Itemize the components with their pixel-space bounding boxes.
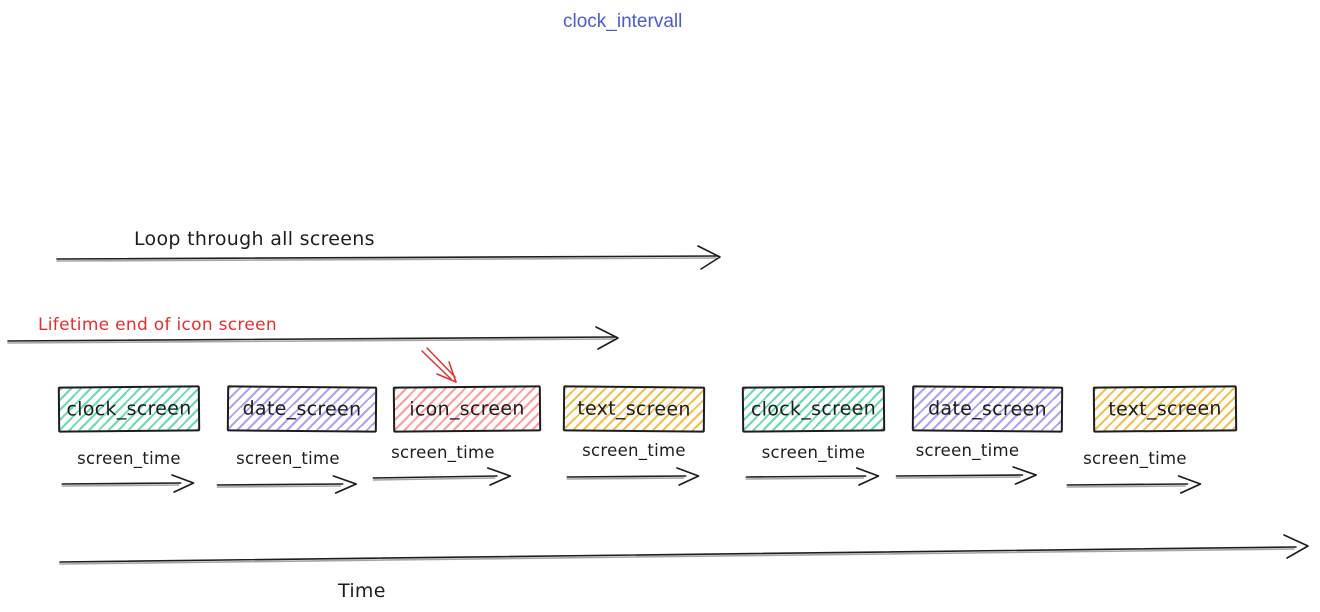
screen-box-label: clock_screen <box>750 397 877 421</box>
lifetime-arrow-label: Lifetime end of icon screen <box>38 315 277 335</box>
screen-box-label: clock_screen <box>66 397 192 421</box>
screen-column-3: icon_screen screen_time <box>372 385 542 495</box>
loop-arrow-label: Loop through all screens <box>134 228 375 250</box>
screen-time-group: screen_time <box>563 424 705 487</box>
screen-column-1: clock_screen screen_time <box>57 385 201 495</box>
screen-time-arrow <box>566 467 700 486</box>
screen-time-arrow <box>1066 475 1202 494</box>
screen-time-group: screen_time <box>1063 432 1207 495</box>
screen-box-label: icon_screen <box>409 397 525 421</box>
screen-box-label: text_screen <box>577 397 691 421</box>
screen-box-label: date_screen <box>242 397 362 421</box>
screen-time-label: screen_time <box>915 441 1020 460</box>
time-axis-label: Time <box>338 580 386 602</box>
screen-time-group: screen_time <box>892 424 1043 487</box>
screen-column-7: text_screen screen_time <box>1066 385 1238 495</box>
icon-screen-pointer-arrow <box>421 347 457 383</box>
screen-time-label: screen_time <box>1083 449 1187 468</box>
diagram-title: clock_intervall <box>563 11 683 32</box>
screen-time-group: screen_time <box>58 432 200 495</box>
screen-time-arrow <box>216 475 358 494</box>
screen-time-arrow <box>372 467 512 486</box>
screen-time-label: screen_time <box>582 441 686 460</box>
screen-box-label: text_screen <box>1108 397 1222 421</box>
screen-time-label: screen_time <box>77 449 181 468</box>
screen-time-group: screen_time <box>369 426 517 489</box>
screen-box-clock-1: clock_screen <box>57 385 201 433</box>
screen-box-label: date_screen <box>928 397 1047 421</box>
screen-box-date-1: date_screen <box>226 385 378 433</box>
time-axis-arrow <box>59 534 1309 565</box>
screen-column-6: date_screen screen_time <box>895 385 1064 495</box>
screen-column-2: date_screen screen_time <box>216 385 378 495</box>
screen-time-label: screen_time <box>761 443 866 462</box>
screen-time-arrow <box>61 474 195 493</box>
screen-box-text-2: text_screen <box>1092 385 1238 433</box>
screen-time-label: screen_time <box>391 443 495 462</box>
screen-time-group: screen_time <box>213 432 363 495</box>
screen-time-arrow <box>895 466 1038 485</box>
screen-time-label: screen_time <box>236 449 340 468</box>
screen-column-4: text_screen screen_time <box>562 385 706 495</box>
screen-time-group: screen_time <box>742 426 885 489</box>
screen-time-arrow <box>745 467 880 486</box>
screen-column-5: clock_screen screen_time <box>741 385 886 495</box>
